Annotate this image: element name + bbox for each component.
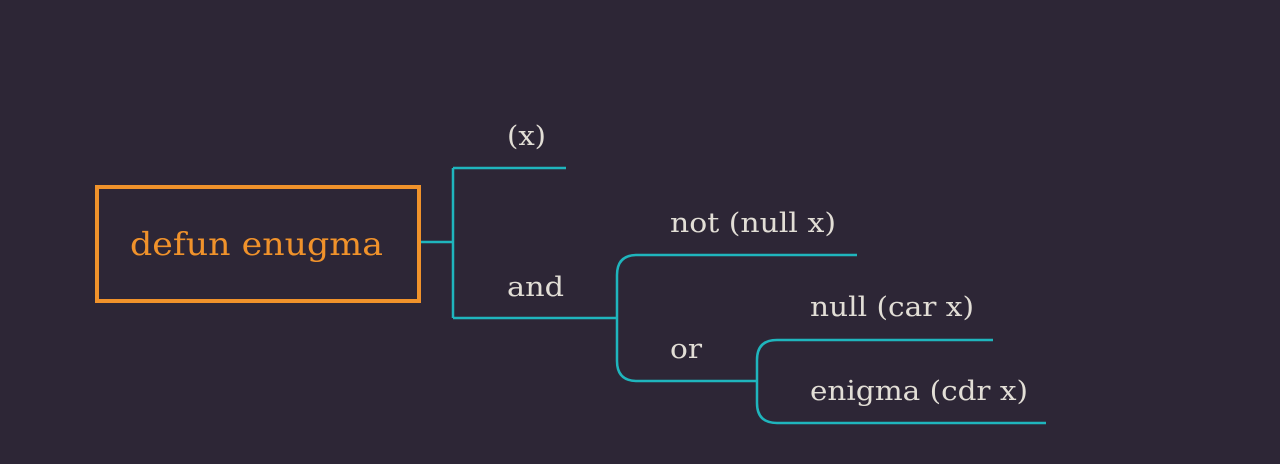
link-root-to-children (421, 166, 617, 320)
root-node-label[interactable]: defun enugma (130, 225, 383, 263)
node-null-car[interactable]: null (car x) (810, 292, 974, 323)
node-and[interactable]: and (507, 272, 564, 303)
root-node-box[interactable] (95, 185, 421, 303)
node-or[interactable]: or (670, 334, 702, 365)
link-and-to-children (615, 253, 857, 383)
node-args[interactable]: (x) (507, 121, 546, 152)
node-not-null[interactable]: not (null x) (670, 208, 836, 239)
link-or-to-children (755, 338, 1046, 425)
node-enigma-cdr[interactable]: enigma (cdr x) (810, 376, 1028, 407)
